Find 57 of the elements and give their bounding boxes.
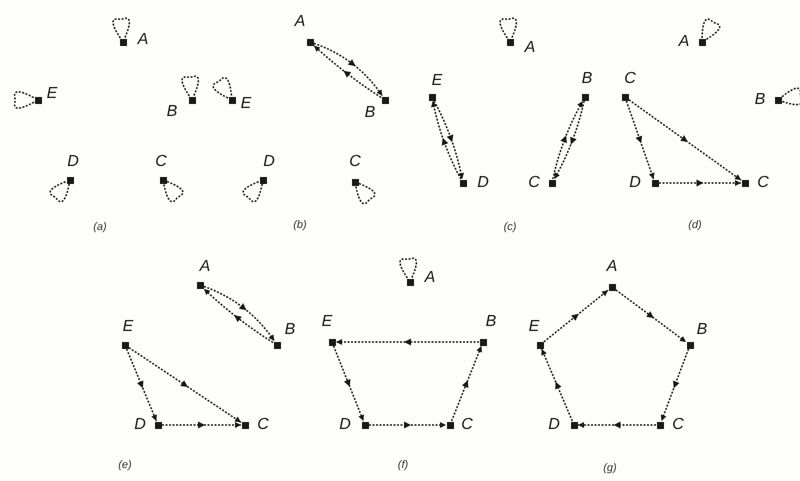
vertex-label: D: [67, 154, 79, 170]
vertex-label: E: [322, 314, 332, 330]
vertex-label: C: [624, 71, 636, 87]
arrow: [336, 338, 479, 346]
vertex-label: C: [349, 154, 361, 170]
vertex-label: D: [548, 417, 560, 433]
vertex-label: D: [339, 417, 351, 433]
vertex-label: B: [166, 104, 178, 120]
vertex-label: A: [294, 14, 306, 30]
panel-label: (d): [688, 219, 702, 231]
arrow: [332, 346, 364, 422]
vertex-label: E: [528, 319, 540, 335]
arrow: [541, 348, 573, 422]
vertex-label: B: [284, 322, 296, 338]
vertex-label: A: [524, 40, 536, 56]
vertex-label: C: [257, 417, 269, 433]
arrow: [659, 180, 741, 186]
vertex-label: C: [461, 417, 473, 433]
vertex-label: D: [477, 175, 489, 191]
arrow: [660, 348, 690, 422]
panel-label: (a): [93, 221, 107, 233]
arrow: [544, 290, 608, 342]
vertex-label: E: [122, 319, 134, 335]
vertex-label: B: [696, 322, 708, 338]
vertex-label: C: [757, 175, 769, 191]
arrow: [162, 422, 241, 428]
vertex-label: B: [364, 105, 376, 121]
vertex-label: D: [134, 417, 146, 433]
vertex-label: A: [200, 259, 210, 275]
arrow: [578, 422, 656, 428]
vertex-label: E: [46, 86, 58, 102]
vertex-label: E: [240, 96, 252, 112]
arrow: [126, 348, 158, 422]
vertex-label: A: [138, 32, 148, 48]
vertex-label: B: [486, 314, 496, 330]
arrow: [616, 289, 686, 343]
vertex-label: C: [155, 154, 167, 170]
vertex-label: A: [606, 259, 618, 275]
vertex-label: C: [672, 417, 684, 433]
vertex-label: D: [263, 154, 275, 170]
vertex-label: E: [432, 73, 442, 89]
arrow: [369, 422, 446, 428]
arrow: [450, 346, 482, 422]
vertex-label: A: [678, 34, 690, 50]
panel-label: (b): [293, 219, 307, 231]
vertex-label: B: [582, 71, 592, 87]
panel-label: (e): [118, 459, 132, 471]
vertex-label: C: [528, 175, 540, 191]
arrow: [128, 347, 242, 423]
panel-label: (f): [398, 459, 408, 471]
panel-label: (g): [603, 462, 617, 474]
vertex-label: D: [629, 175, 641, 191]
panel-label: (c): [504, 221, 516, 233]
vertex-label: B: [754, 92, 766, 108]
arrow: [626, 100, 654, 180]
vertex-label: A: [424, 270, 436, 286]
arrow: [628, 99, 742, 181]
